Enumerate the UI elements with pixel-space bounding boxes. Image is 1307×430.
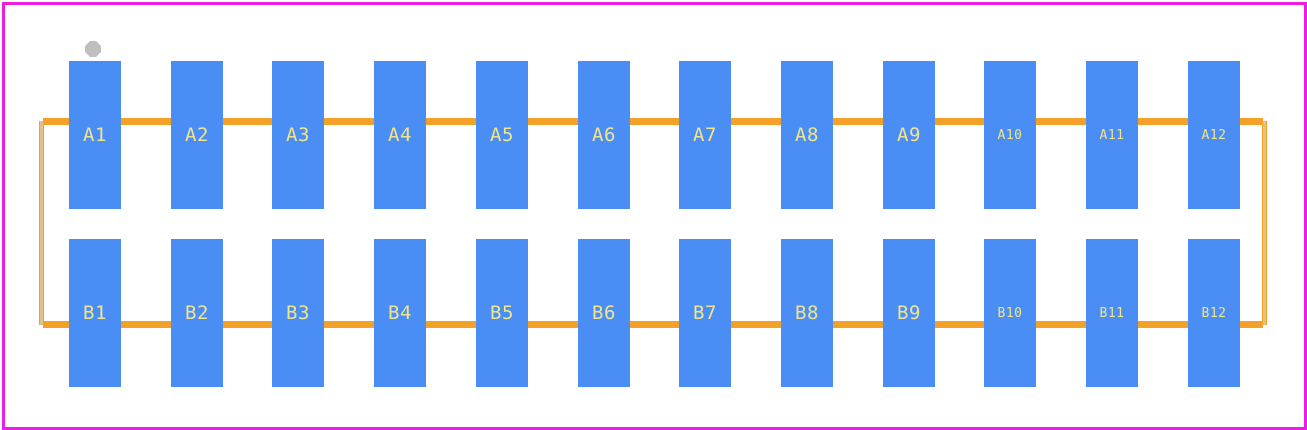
pad-b11: B11 bbox=[1086, 239, 1138, 387]
pad-label: A11 bbox=[1099, 127, 1125, 143]
pad-label: A12 bbox=[1201, 127, 1227, 143]
silkscreen-left-edge bbox=[39, 121, 44, 325]
pad-label: A5 bbox=[490, 124, 514, 146]
pad-label: B5 bbox=[490, 302, 514, 324]
pad-label: B1 bbox=[83, 302, 107, 324]
pad-b1: B1 bbox=[69, 239, 121, 387]
pad-label: B10 bbox=[997, 305, 1023, 321]
silkscreen-bottom-line bbox=[43, 321, 1263, 328]
pad-b3: B3 bbox=[272, 239, 324, 387]
pad-label: A7 bbox=[693, 124, 717, 146]
pad-b6: B6 bbox=[578, 239, 630, 387]
pad-a2: A2 bbox=[171, 61, 223, 209]
pad-label: B4 bbox=[388, 302, 412, 324]
pad-label: A2 bbox=[185, 124, 209, 146]
pad-a11: A11 bbox=[1086, 61, 1138, 209]
pad-b12: B12 bbox=[1188, 239, 1240, 387]
pad-label: B9 bbox=[897, 302, 921, 324]
pad-label: B7 bbox=[693, 302, 717, 324]
pad-a1: A1 bbox=[69, 61, 121, 209]
pad-b8: B8 bbox=[781, 239, 833, 387]
pad-a10: A10 bbox=[984, 61, 1036, 209]
pad-a7: A7 bbox=[679, 61, 731, 209]
pad-label: B6 bbox=[592, 302, 616, 324]
pad-label: A10 bbox=[997, 127, 1023, 143]
pad-b9: B9 bbox=[883, 239, 935, 387]
silkscreen-right-edge bbox=[1262, 121, 1267, 325]
pad-b5: B5 bbox=[476, 239, 528, 387]
pad-b2: B2 bbox=[171, 239, 223, 387]
pad-a12: A12 bbox=[1188, 61, 1240, 209]
pad-b4: B4 bbox=[374, 239, 426, 387]
silkscreen-top-line bbox=[43, 118, 1263, 125]
pad-a5: A5 bbox=[476, 61, 528, 209]
pad-label: A1 bbox=[83, 124, 107, 146]
pad-label: B12 bbox=[1201, 305, 1227, 321]
pad-a6: A6 bbox=[578, 61, 630, 209]
pad-label: B2 bbox=[185, 302, 209, 324]
pad-label: A6 bbox=[592, 124, 616, 146]
pad-label: B11 bbox=[1099, 305, 1125, 321]
pad-label: A4 bbox=[388, 124, 412, 146]
pad-a9: A9 bbox=[883, 61, 935, 209]
pad-a3: A3 bbox=[272, 61, 324, 209]
pad-label: A9 bbox=[897, 124, 921, 146]
pad-label: A8 bbox=[795, 124, 819, 146]
pad-a8: A8 bbox=[781, 61, 833, 209]
pad-label: B8 bbox=[795, 302, 819, 324]
pad-label: B3 bbox=[286, 302, 310, 324]
pad-label: A3 bbox=[286, 124, 310, 146]
pin1-dot-icon bbox=[85, 41, 101, 57]
pad-a4: A4 bbox=[374, 61, 426, 209]
pad-b7: B7 bbox=[679, 239, 731, 387]
pad-b10: B10 bbox=[984, 239, 1036, 387]
